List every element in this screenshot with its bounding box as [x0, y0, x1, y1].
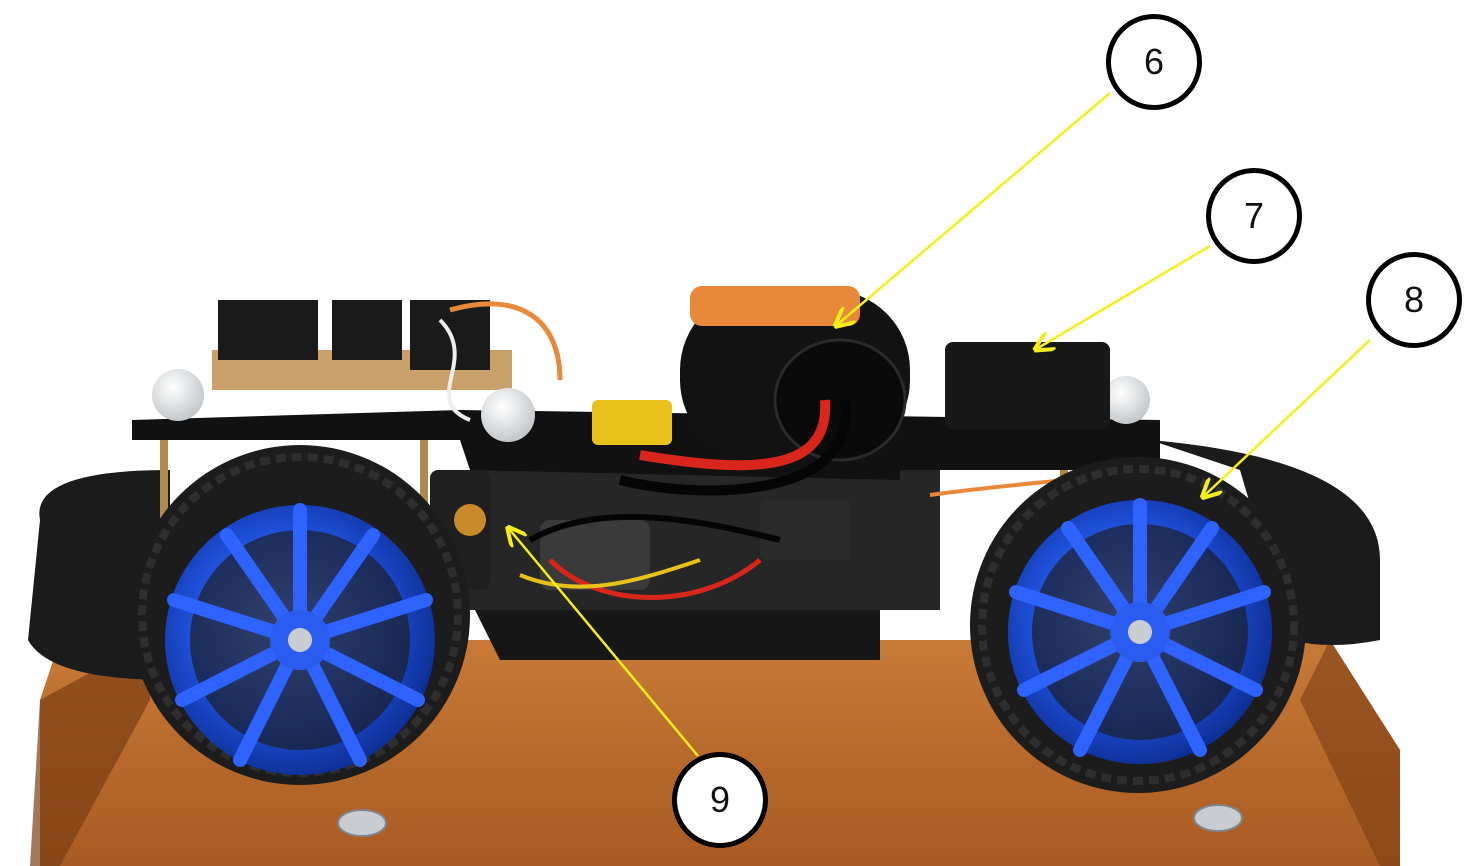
arrow-8 [1205, 339, 1371, 495]
marker-ball-middle [481, 388, 535, 442]
arrow-7 [1038, 244, 1211, 348]
marker-ball-rear [1102, 376, 1150, 424]
wheel-left [130, 445, 470, 785]
callout-7-label: 7 [1243, 195, 1265, 236]
callout-9-label: 9 [709, 779, 731, 820]
callout-8: 8 [1366, 252, 1462, 348]
arrow-6 [838, 92, 1111, 324]
wire-white-top [438, 318, 471, 422]
battery-lead-red [639, 399, 831, 471]
table-screw-left [337, 809, 387, 837]
servo-lower [760, 500, 850, 560]
marker-ball-front [152, 369, 204, 421]
pin-header-2 [332, 300, 402, 360]
wire-bundle-top [449, 301, 563, 381]
callout-6-label: 6 [1143, 41, 1165, 82]
callout-6: 6 [1106, 14, 1202, 110]
table-screw-right [1193, 804, 1243, 832]
standoff-1 [160, 440, 168, 550]
wheel-right [970, 457, 1306, 793]
callout-7: 7 [1206, 168, 1302, 264]
xt60-connector [592, 400, 672, 445]
wire-yellow-lower [519, 558, 701, 589]
arrow-9 [510, 530, 699, 757]
pin-header-1 [218, 300, 318, 360]
lower-chassis [470, 600, 880, 660]
standoff-2 [420, 440, 428, 520]
receiver-box [945, 342, 1110, 430]
callout-9: 9 [672, 752, 768, 848]
wire-black-lower [528, 513, 781, 543]
table-edge-left [30, 640, 150, 866]
battery-lead-black [618, 399, 851, 496]
table-edge-right [1300, 640, 1400, 866]
wire-red-lower [548, 558, 762, 600]
battery-strap [690, 286, 860, 326]
callout-8-label: 8 [1403, 279, 1425, 320]
battery-end-cap [773, 338, 907, 462]
bearing-gold [454, 504, 486, 536]
